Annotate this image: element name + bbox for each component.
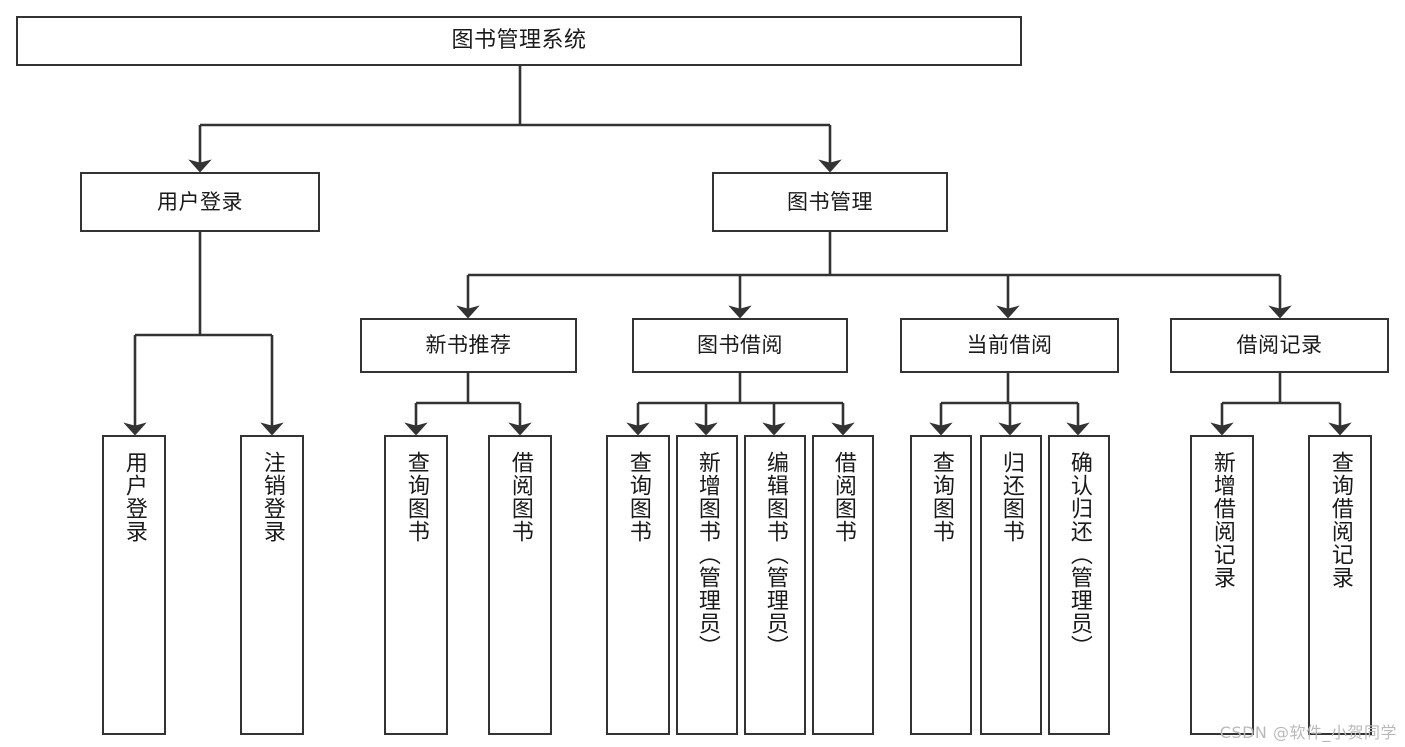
node-label: 归还图书 <box>998 451 1024 543</box>
node-label: 用户登录 <box>121 451 147 543</box>
node-label: 当前借阅 <box>966 333 1053 358</box>
node-label: 查询借阅记录 <box>1327 451 1353 589</box>
node-leaf-add-borrow-record[interactable]: 新增借阅记录 <box>1190 435 1254 735</box>
node-leaf-logout[interactable]: 注销登录 <box>240 435 304 735</box>
node-label: 查询图书 <box>403 451 429 543</box>
node-leaf-query-book-2[interactable]: 查询图书 <box>606 435 670 735</box>
node-leaf-edit-book-admin[interactable]: 编辑图书（管理员） <box>744 435 806 735</box>
node-label: 确认归还（管理员） <box>1066 451 1092 658</box>
node-new-book-recommendation[interactable]: 新书推荐 <box>360 318 577 373</box>
node-current-borrow[interactable]: 当前借阅 <box>900 318 1119 373</box>
node-label: 借阅图书 <box>830 451 856 543</box>
node-leaf-user-login[interactable]: 用户登录 <box>102 435 166 735</box>
node-label: 注销登录 <box>259 451 285 543</box>
node-label: 新增借阅记录 <box>1209 451 1235 589</box>
node-label: 编辑图书（管理员） <box>762 451 788 658</box>
node-root-book-management-system[interactable]: 图书管理系统 <box>16 16 1022 66</box>
node-leaf-confirm-return-admin[interactable]: 确认归还（管理员） <box>1048 435 1110 735</box>
node-label: 查询图书 <box>625 451 651 543</box>
node-label: 图书管理系统 <box>451 28 587 54</box>
node-label: 图书管理 <box>787 189 873 214</box>
node-label: 新书推荐 <box>425 333 512 358</box>
node-leaf-borrow-book-1[interactable]: 借阅图书 <box>488 435 552 735</box>
node-leaf-query-book-1[interactable]: 查询图书 <box>384 435 448 735</box>
node-leaf-add-book-admin[interactable]: 新增图书（管理员） <box>676 435 738 735</box>
node-book-borrow[interactable]: 图书借阅 <box>632 318 848 373</box>
node-leaf-query-borrow-record[interactable]: 查询借阅记录 <box>1308 435 1372 735</box>
node-leaf-borrow-book-2[interactable]: 借阅图书 <box>812 435 874 735</box>
node-user-login[interactable]: 用户登录 <box>80 172 320 232</box>
node-label: 查询图书 <box>928 451 954 543</box>
node-label: 用户登录 <box>157 189 243 214</box>
node-label: 借阅记录 <box>1236 333 1323 358</box>
node-leaf-return-book[interactable]: 归还图书 <box>980 435 1042 735</box>
node-leaf-query-book-3[interactable]: 查询图书 <box>910 435 972 735</box>
node-label: 新增图书（管理员） <box>694 451 720 658</box>
node-borrow-record[interactable]: 借阅记录 <box>1170 318 1389 373</box>
node-label: 图书借阅 <box>697 333 783 358</box>
csdn-watermark: CSDN @软件_小贺同学 <box>1219 723 1397 742</box>
node-label: 借阅图书 <box>507 451 533 543</box>
node-book-management[interactable]: 图书管理 <box>712 172 948 232</box>
